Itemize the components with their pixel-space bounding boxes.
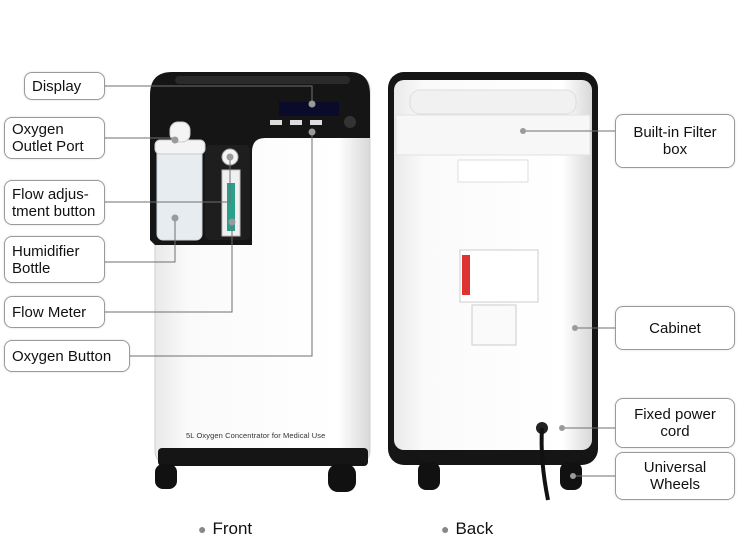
label-text: Fixed power — [634, 406, 716, 423]
label-text: Cabinet — [649, 319, 701, 337]
label-text: tment button — [12, 202, 96, 220]
label-text: Oxygen — [12, 121, 64, 138]
label-text: Flow Meter — [12, 303, 87, 321]
label-text: cord — [660, 423, 690, 440]
label-flow-adjustment-button: Flow adjus-tment button — [4, 180, 105, 225]
label-display: Display — [24, 72, 105, 100]
label-text: Wheels — [649, 476, 701, 493]
label-text: box — [662, 141, 688, 158]
label-text: Flow adjus- — [12, 185, 89, 203]
caption-text: Front — [212, 519, 253, 538]
label-text: Bottle — [12, 259, 51, 277]
label-flow-meter: Flow Meter — [4, 296, 105, 328]
caption-text: Back — [455, 519, 494, 538]
front-unit — [150, 72, 371, 492]
bullet-icon: ● — [198, 521, 207, 537]
bullet-icon: ● — [441, 521, 450, 537]
label-text: Universal — [643, 459, 707, 476]
label-oxygen-button: Oxygen Button — [4, 340, 130, 372]
label-text: Built-in Filter — [633, 124, 717, 141]
leader-dots — [171, 100, 578, 479]
back-unit — [388, 72, 598, 501]
label-text: Oxygen Button — [12, 347, 112, 365]
label-cabinet: Cabinet — [615, 306, 735, 350]
caption-back: ● Back — [441, 519, 493, 539]
label-text: Humidifier — [12, 242, 80, 260]
label-text: Outlet Port — [12, 138, 84, 155]
leader-lines — [104, 85, 615, 477]
caption-front: ● Front — [198, 519, 252, 539]
label-text: Display — [32, 77, 82, 95]
device-print-text: 5L Oxygen Concentrator for Medical Use — [186, 431, 326, 440]
